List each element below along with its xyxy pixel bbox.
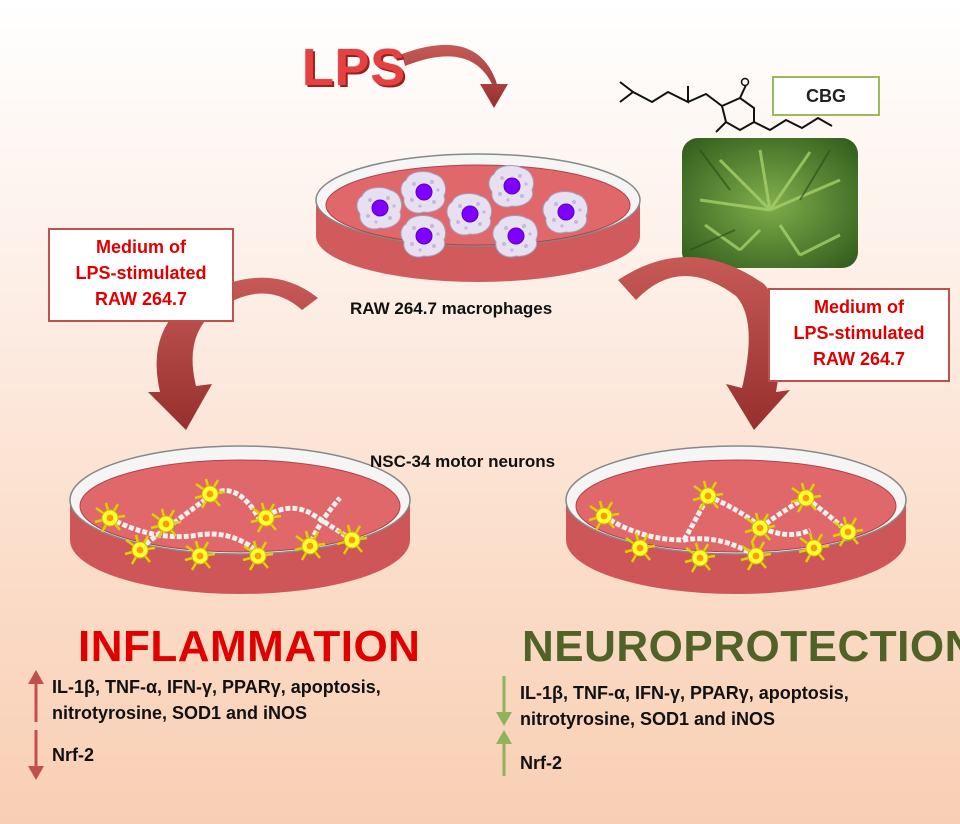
lps-arrow (402, 44, 508, 108)
neuron-caption: NSC-34 motor neurons (370, 452, 556, 471)
right-up-marker: Nrf-2 (520, 753, 563, 773)
left-up-markers-line2: nitrotyrosine, SOD1 and iNOS (52, 703, 308, 723)
left-neuron-dish (69, 445, 411, 594)
medium-label-right: Medium of LPS-stimulated RAW 264.7 (768, 288, 950, 382)
macrophage-caption: RAW 264.7 macrophages (350, 299, 553, 318)
left-up-arrow (28, 670, 44, 722)
left-up-markers-line1: IL-1β, TNF-α, IFN-γ, PPARγ, apoptosis, (52, 677, 381, 697)
right-down-markers-line1: IL-1β, TNF-α, IFN-γ, PPARγ, apoptosis, (520, 683, 849, 703)
right-down-arrow (496, 676, 512, 726)
left-down-arrow (28, 730, 44, 780)
inflammation-title: INFLAMMATION (78, 622, 421, 671)
right-neurons (587, 479, 865, 574)
medium-line-2: LPS-stimulated (793, 323, 925, 343)
neuroprotection-title: NEUROPROTECTION (522, 622, 960, 671)
right-up-arrow (496, 730, 512, 776)
right-down-markers-line2: nitrotyrosine, SOD1 and iNOS (520, 709, 776, 729)
cbg-label: CBG (772, 76, 880, 116)
left-down-marker: Nrf-2 (52, 745, 95, 765)
medium-line-1: Medium of (96, 237, 186, 257)
medium-line-3: RAW 264.7 (812, 349, 906, 369)
medium-line-1: Medium of (814, 297, 904, 317)
medium-line-2: LPS-stimulated (75, 263, 207, 283)
left-neurons (93, 477, 369, 572)
medium-label-left: Medium of LPS-stimulated RAW 264.7 (48, 228, 234, 322)
medium-line-3: RAW 264.7 (94, 289, 188, 309)
lps-label: LPS (302, 39, 407, 97)
cbg-structure (619, 77, 833, 133)
right-medium-arrow (618, 256, 790, 430)
cannabis-photo (682, 138, 858, 268)
